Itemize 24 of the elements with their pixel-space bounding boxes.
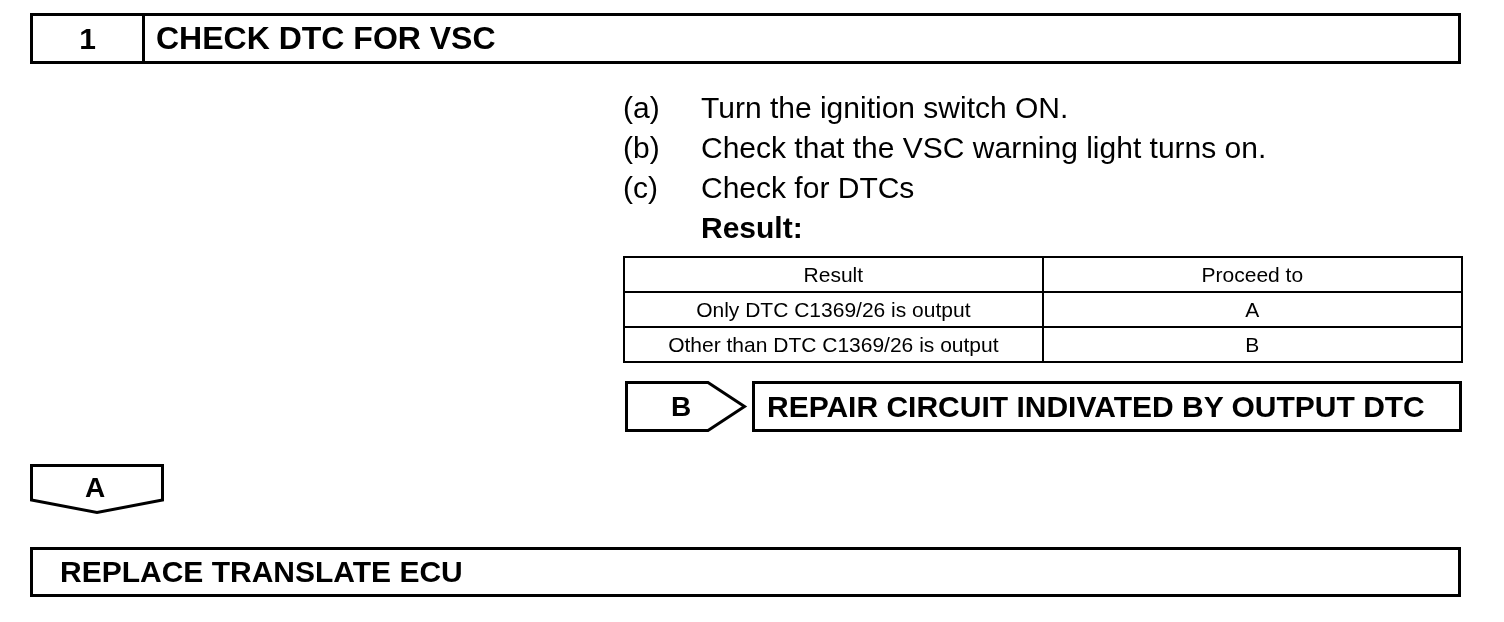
table-header-cell: Proceed to (1042, 257, 1462, 292)
list-marker: (a) (623, 91, 661, 125)
list-marker: (c) (623, 171, 659, 205)
step-number: 1 (33, 16, 145, 61)
tag-letter: B (669, 389, 693, 424)
result-heading: Result: (701, 211, 803, 245)
table-cell: Other than DTC C1369/26 is output (624, 327, 1043, 362)
branch-tag (30, 464, 164, 514)
action-text: REPLACE TRANSLATE ECU (60, 555, 463, 589)
table-header-cell: Result (624, 257, 1043, 292)
instruction-text: Check that the VSC warning light turns on. (701, 131, 1267, 165)
instruction-text: Turn the ignition switch ON. (701, 91, 1070, 125)
tag-letter: A (83, 471, 107, 505)
table-cell: B (1042, 327, 1462, 362)
branch-tag (625, 381, 746, 432)
table-cell: A (1042, 292, 1462, 327)
action-box (752, 381, 1462, 432)
action-box (30, 547, 1461, 597)
list-marker: (b) (623, 131, 661, 165)
step-title: CHECK DTC FOR VSC (155, 20, 496, 57)
action-text: REPAIR CIRCUIT INDIVATED BY OUTPUT DTC (767, 389, 1425, 424)
instruction-text: Check for DTCs (701, 171, 916, 205)
step-header-box (30, 13, 1461, 64)
table-cell: Only DTC C1369/26 is output (624, 292, 1043, 327)
